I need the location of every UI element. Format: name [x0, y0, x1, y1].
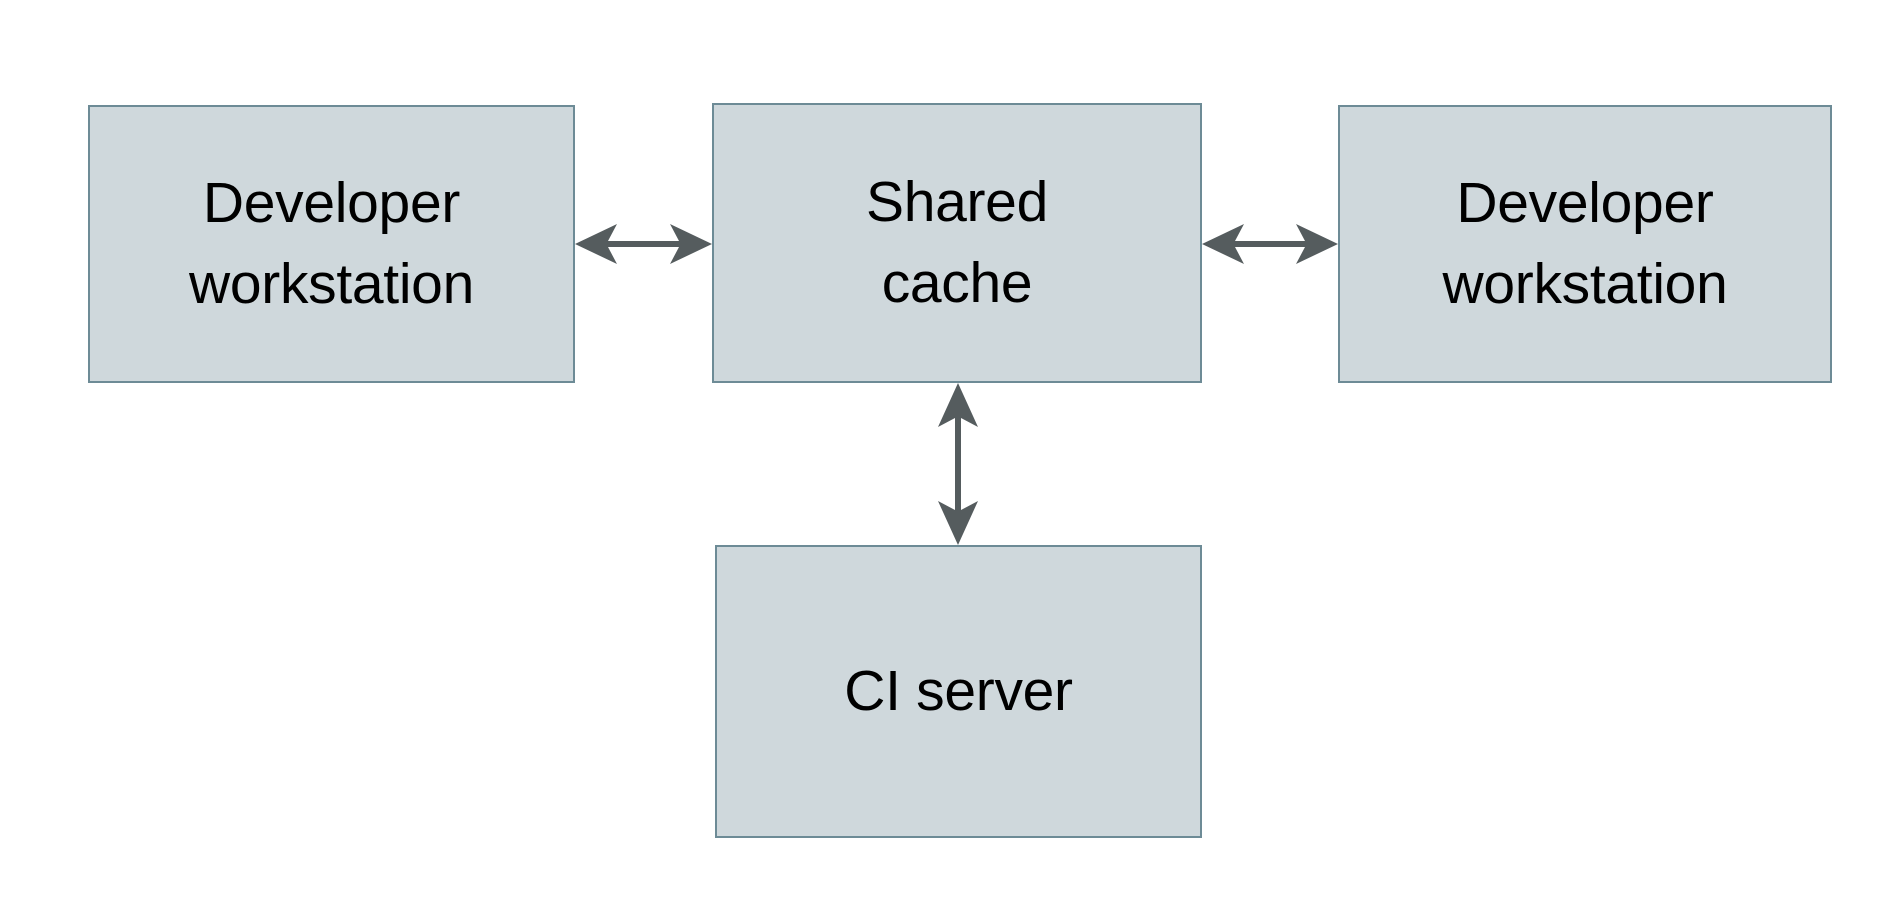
- double-arrow-icon: [575, 224, 712, 264]
- node-developer-workstation-left[interactable]: Developer workstation: [88, 105, 575, 383]
- double-arrow-icon: [1202, 224, 1338, 264]
- edge-developer-left-to-shared-cache: [575, 224, 712, 264]
- double-arrow-icon: [938, 383, 978, 545]
- node-shared-cache[interactable]: Shared cache: [712, 103, 1202, 383]
- node-developer-workstation-right[interactable]: Developer workstation: [1338, 105, 1832, 383]
- node-label-developer-workstation-left: Developer workstation: [189, 171, 474, 316]
- node-label-ci-server: CI server: [844, 659, 1073, 724]
- node-label-developer-workstation-right: Developer workstation: [1442, 171, 1728, 316]
- edge-shared-cache-to-ci-server: [938, 383, 978, 545]
- node-ci-server[interactable]: CI server: [715, 545, 1202, 838]
- node-label-shared-cache: Shared cache: [865, 170, 1048, 315]
- edge-shared-cache-to-developer-right: [1202, 224, 1338, 264]
